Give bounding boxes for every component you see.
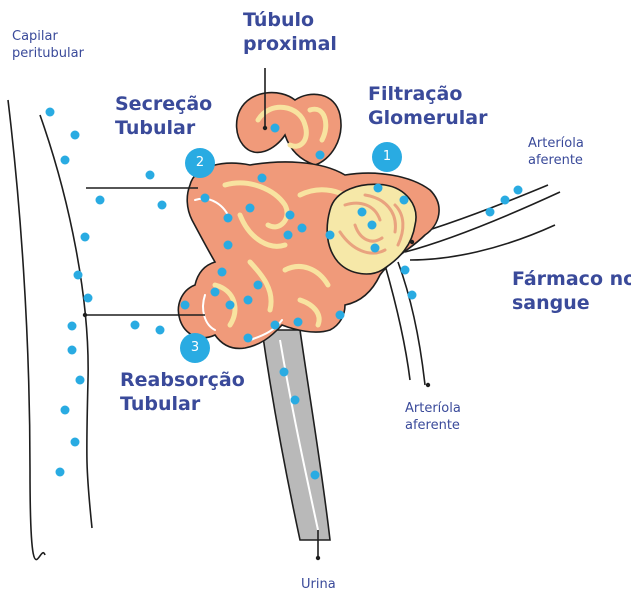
arteriola-bottom-label: Arteríola aferente <box>405 400 500 434</box>
secrecao-label: Secreção Tubular <box>115 92 225 140</box>
arteriola-top-label: Arteríola aferente <box>528 135 623 169</box>
tubulo-label: Túbulo proximal <box>243 8 353 56</box>
reabsorcao-label: Reabsorção Tubular <box>120 368 260 416</box>
filtracao-label: Filtração Glomerular <box>368 82 508 130</box>
step-badge-1: 1 <box>372 142 402 172</box>
step-badge-2: 2 <box>185 148 215 178</box>
urina-label: Urina <box>301 576 361 593</box>
step-badge-3: 3 <box>180 333 210 363</box>
farmaco-label: Fármaco no sangue <box>512 267 627 315</box>
collecting-duct <box>262 330 330 540</box>
capilar-label: Capilar peritubular <box>12 28 122 62</box>
capillary-wall-left <box>8 100 45 560</box>
capillary-wall-right <box>40 115 92 528</box>
